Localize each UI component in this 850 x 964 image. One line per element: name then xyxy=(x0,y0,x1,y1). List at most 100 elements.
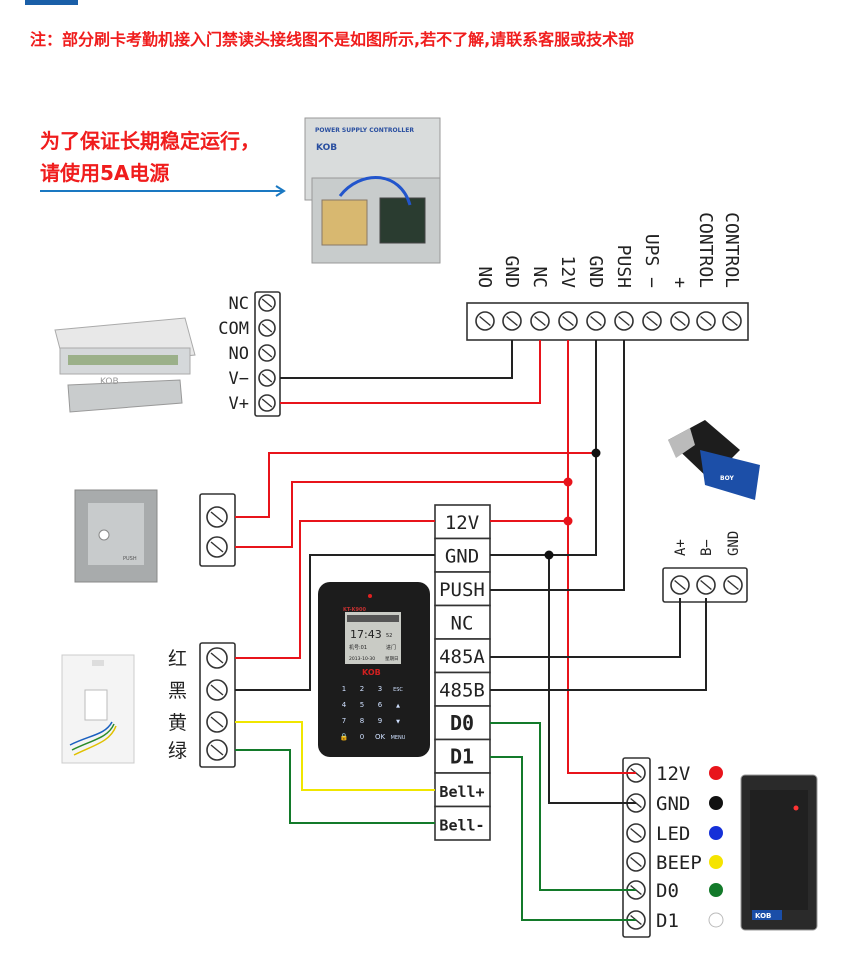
lock-terminal-label: V+ xyxy=(229,394,249,414)
wire-lock-vminus xyxy=(280,340,513,379)
reader-terminal-label: GND xyxy=(656,793,690,815)
psu-terminal-label: UPS − xyxy=(641,234,662,288)
exit-button-terminal-block xyxy=(199,493,236,567)
rs485-terminal-label: A+ xyxy=(673,539,689,556)
junction-dot xyxy=(563,516,573,526)
keypad-key: 3 xyxy=(378,685,382,693)
wire-push xyxy=(490,340,625,591)
exit-button-image: PUSH xyxy=(74,489,158,583)
controller-terminal-label: D0 xyxy=(450,711,474,735)
psu-terminal-label: PUSH xyxy=(613,245,634,288)
screw-terminal-icon xyxy=(696,311,716,331)
psu-terminal-label: GND xyxy=(501,255,522,288)
lock-terminal-label: NO xyxy=(229,344,249,364)
screw-terminal-icon xyxy=(614,311,634,331)
screw-terminal-icon xyxy=(206,679,228,701)
keypad-key: 7 xyxy=(342,717,346,725)
screw-terminal-icon xyxy=(206,506,228,528)
screw-terminal-icon xyxy=(258,319,276,337)
wire-color-dot xyxy=(709,855,723,869)
screw-terminal-icon xyxy=(258,344,276,362)
controller-terminal-label: 485A xyxy=(439,646,485,668)
rs485-label: BOY xyxy=(720,475,734,482)
screw-terminal-icon xyxy=(475,311,495,331)
psu-terminal-label: GND xyxy=(585,255,606,288)
device-time: 17:43 xyxy=(350,628,382,641)
controller-terminal-label: PUSH xyxy=(439,579,485,601)
keypad-key: 5 xyxy=(360,701,364,709)
screw-terminal-icon xyxy=(626,852,646,872)
psu-terminal-label: 12V xyxy=(557,255,578,288)
notice-text: 注：部分刷卡考勤机接入门禁读头接线图不是如图所示,若不了解,请联系客服或技术部 xyxy=(30,30,634,49)
power-note-line2: 请使用5A电源 xyxy=(40,161,169,185)
screw-terminal-icon xyxy=(723,575,743,595)
wire-bell-yellow xyxy=(235,721,435,791)
device-seconds: 52 xyxy=(386,633,392,639)
device-id: 机号:01 xyxy=(349,644,367,651)
psu-terminal-label: NC xyxy=(529,266,550,288)
wire-bell-red xyxy=(235,520,435,659)
controller-terminal-label: Bell+ xyxy=(439,783,484,801)
reader-terminal-label: BEEP xyxy=(656,852,702,874)
psu-label: POWER SUPPLY CONTROLLER xyxy=(315,127,414,134)
screw-terminal-icon xyxy=(642,311,662,331)
reader-terminal-label: 12V xyxy=(656,763,690,785)
lock-brand: KOB xyxy=(100,377,119,387)
wires xyxy=(235,340,707,921)
wire-gnd-main xyxy=(490,340,597,556)
controller-terminal-label: NC xyxy=(451,613,474,635)
screw-terminal-icon xyxy=(206,739,228,761)
screw-terminal-icon xyxy=(586,311,606,331)
screw-terminal-icon xyxy=(558,311,578,331)
psu-terminal-label: + xyxy=(669,277,690,288)
psu-brand: KOB xyxy=(316,143,337,153)
doorbell-wire-label: 绿 xyxy=(168,740,187,762)
keypad-key: OK xyxy=(375,733,386,741)
reader-terminal-label: LED xyxy=(656,823,690,845)
wire-button-2 xyxy=(235,481,568,548)
lock-terminal-label: V− xyxy=(229,369,249,389)
wire-color-dot xyxy=(708,912,724,928)
keypad-key: 🔒 xyxy=(340,733,349,741)
keypad-key: 2 xyxy=(360,685,364,693)
screw-terminal-icon xyxy=(258,369,276,387)
screw-terminal-icon xyxy=(722,311,742,331)
controller-terminal-label: Bell- xyxy=(439,817,484,835)
wire-d1 xyxy=(490,756,636,921)
keypad-key: ▼ xyxy=(396,719,400,725)
reader-terminal-label: D0 xyxy=(656,880,679,902)
controller-terminal-label: 12V xyxy=(445,512,479,534)
junction-dot xyxy=(544,550,554,560)
arrow-right-icon xyxy=(40,185,286,197)
device-model: KT-K900 xyxy=(343,607,366,613)
screw-terminal-icon xyxy=(530,311,550,331)
screw-terminal-icon xyxy=(258,294,276,312)
controller-terminal-label: 485B xyxy=(439,680,485,702)
rs485-terminal-label: GND xyxy=(726,531,742,556)
keypad-key: MENU xyxy=(391,735,406,741)
junction-dot xyxy=(591,448,601,458)
rs485-terminal-label: B− xyxy=(699,539,715,556)
screw-terminal-icon xyxy=(206,711,228,733)
screw-terminal-icon xyxy=(626,823,646,843)
keypad-key: ESC xyxy=(393,687,403,693)
screw-terminal-icon xyxy=(670,575,690,595)
screw-terminal-icon xyxy=(670,311,690,331)
keypad-key: 6 xyxy=(378,701,383,709)
doorbell-wire-label: 黑 xyxy=(168,680,187,702)
controller-terminal-label: GND xyxy=(445,546,479,568)
keypad-key: 8 xyxy=(360,717,364,725)
device-status: 进门 xyxy=(386,644,396,651)
wire-bell-black xyxy=(235,554,435,691)
exit-button-label: PUSH xyxy=(123,556,137,562)
magnetic-lock-image: KOB xyxy=(54,317,196,413)
wire-485a xyxy=(490,598,681,658)
junction-dot xyxy=(563,477,573,487)
screw-terminal-icon xyxy=(258,394,276,412)
wire-color-dot xyxy=(709,796,723,810)
